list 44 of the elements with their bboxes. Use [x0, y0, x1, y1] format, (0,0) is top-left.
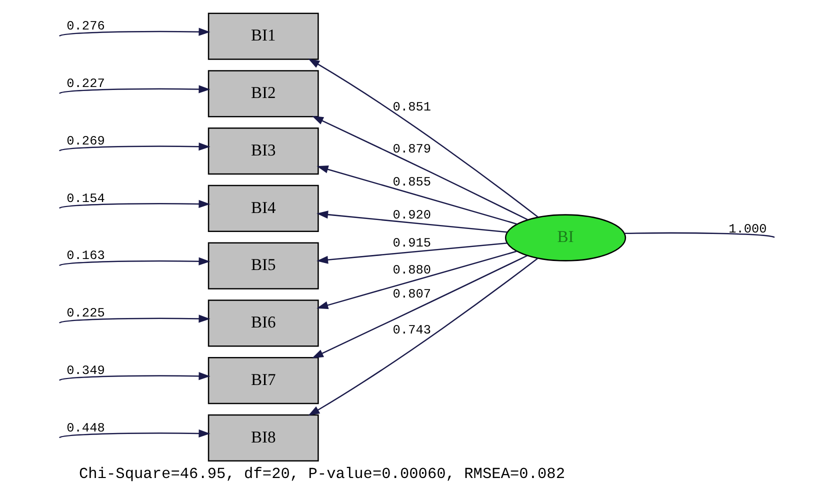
edge-label: 0.448: [66, 420, 104, 436]
arrow: [58, 28, 210, 37]
edge-label: 0.880: [392, 262, 431, 278]
node-box: BI4: [207, 184, 318, 232]
edge-label: 0.851: [392, 99, 431, 114]
edge-label: 0.269: [66, 133, 104, 148]
arrow: [58, 85, 210, 94]
arrow: [308, 58, 538, 218]
arrow: [58, 257, 210, 266]
edge-label: 0.154: [66, 190, 104, 206]
edge-label: 0.743: [392, 322, 431, 338]
arrow: [316, 165, 517, 225]
edge-label: 1.000: [728, 221, 766, 236]
node-box: BI3: [207, 127, 318, 175]
arrow: [58, 314, 210, 324]
node-box: BI6: [207, 300, 318, 347]
arrow: [311, 255, 527, 358]
edge-label: 0.349: [66, 362, 104, 378]
caption: Chi-Square=46.95, df=20, P-value=0.00060, RMSEA=0.082: [78, 465, 565, 484]
edge-label: 0.855: [392, 174, 431, 190]
arrow: [316, 242, 507, 264]
node-box: BI8: [207, 414, 318, 462]
edge-label: 0.163: [66, 248, 104, 264]
edge-label: 0.807: [392, 286, 431, 302]
arrow: [58, 142, 210, 152]
node-box: BI1: [207, 12, 318, 60]
edge-label: 0.225: [66, 305, 104, 320]
arrow: [58, 372, 210, 381]
edge-label: 0.920: [392, 208, 431, 223]
node-box: BI2: [207, 70, 318, 118]
arrow: [308, 258, 538, 416]
node-box: BI5: [207, 242, 318, 290]
arrow: [316, 210, 507, 233]
arrow: [311, 116, 528, 220]
arrow: [316, 250, 516, 310]
arrow: [58, 200, 210, 209]
node-ellipse: BI: [504, 214, 626, 262]
node-box: BI7: [207, 356, 318, 404]
arrow: [58, 429, 210, 438]
edge-label: 0.227: [66, 76, 104, 91]
edge-label: 0.915: [392, 236, 431, 251]
edge-label: 0.879: [392, 141, 431, 156]
connector: [624, 232, 774, 238]
edge-label: 0.276: [66, 18, 104, 34]
